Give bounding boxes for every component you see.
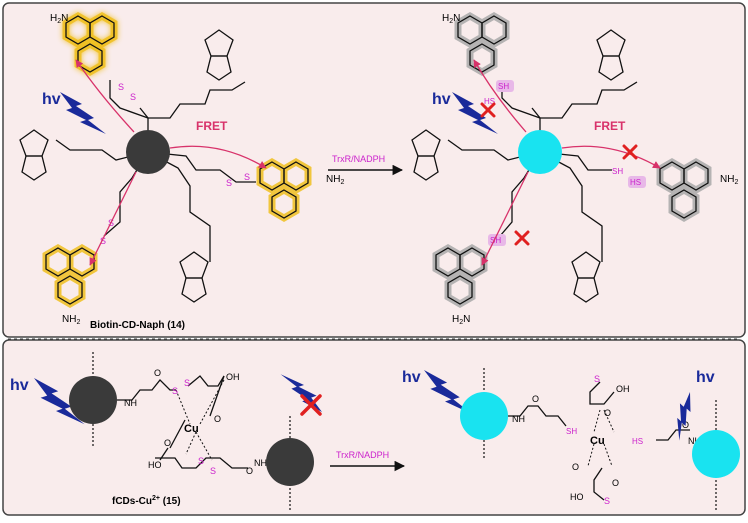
s-label: S	[100, 236, 106, 246]
s-label: S	[594, 374, 600, 384]
bottom-panel	[2, 339, 746, 516]
s-label: S	[198, 456, 204, 466]
nh-label: NH	[124, 398, 137, 408]
o-label: O	[214, 414, 221, 424]
s-label: S	[118, 82, 124, 92]
hs-label: HS	[630, 178, 641, 187]
blocked-cross	[622, 144, 638, 160]
cu-label: Cu	[184, 423, 199, 435]
blocked-cross	[514, 230, 530, 246]
amine-label-right: NH2	[720, 174, 738, 186]
carbon-dot	[69, 376, 117, 424]
o-label: O	[246, 466, 253, 476]
probe-intact: S S S S S S H2N NH2 NH2 hv FRET Biotin-C…	[19, 13, 344, 331]
o-label: O	[612, 478, 619, 488]
ho-label: HO	[570, 492, 584, 502]
amine-label-right: NH2	[326, 174, 344, 186]
hs-label: HS	[484, 97, 495, 106]
carbon-dot	[126, 130, 170, 174]
trxr-label-top: TrxR/NADPH	[332, 154, 385, 164]
o-label: O	[164, 438, 171, 448]
thiol-highlight	[496, 80, 514, 92]
o-label: O	[154, 368, 161, 378]
s-label: S	[604, 496, 610, 506]
s-label: S	[226, 178, 232, 188]
hv-label: hv	[432, 91, 451, 108]
probe-cleaved: SH HS SH HS HS SH H2N NH2 H2N hv FRET	[411, 13, 738, 326]
cleaved-carbon-dot	[518, 130, 562, 174]
cu-label: Cu	[590, 435, 605, 447]
probe-caption: Biotin-CD-Naph (14)	[90, 320, 185, 331]
sh-label: SH	[566, 427, 577, 436]
carbon-dot	[266, 438, 314, 486]
trxr-label-bottom: TrxR/NADPH	[336, 450, 389, 460]
o-label: O	[572, 462, 579, 472]
cleaved-carbon-dot	[460, 392, 508, 440]
blocked-cross	[480, 102, 496, 118]
amine-label-bottom: H2N	[452, 314, 470, 326]
amine-label-top: H2N	[50, 13, 68, 25]
blocked-cross	[300, 394, 322, 416]
cu-complex: hv NH O S S OH O Cu HO O S S O NH	[10, 352, 322, 510]
released-products: hv NH O SH S OH O Cu O HO S O HS O NH hv	[402, 368, 740, 510]
oh-label: OH	[226, 372, 240, 382]
hv-label: hv	[42, 91, 61, 108]
o-label: O	[532, 394, 539, 404]
nh-label: NH	[512, 414, 525, 424]
hv-label: hv	[402, 369, 421, 386]
hv-label: hv	[10, 377, 29, 394]
fret-label: FRET	[594, 119, 626, 133]
nh-label: NH	[254, 458, 267, 468]
cleaved-carbon-dot	[692, 430, 740, 478]
sh-label: SH	[498, 82, 509, 91]
sh-label: SH	[612, 167, 623, 176]
ho-label: HO	[148, 460, 162, 470]
s-label: S	[172, 386, 178, 396]
hs-label: HS	[632, 437, 643, 446]
s-label: S	[184, 378, 190, 388]
hv-label: hv	[696, 369, 715, 386]
sh-label: SH	[490, 236, 501, 245]
s-label: S	[130, 92, 136, 102]
fret-label: FRET	[196, 119, 228, 133]
o-label: O	[604, 408, 611, 418]
amine-label-top: H2N	[442, 13, 460, 25]
s-label: S	[244, 172, 250, 182]
thiol-highlight	[628, 176, 646, 188]
oh-label: OH	[616, 384, 630, 394]
s-label: S	[210, 466, 216, 476]
complex-caption: fCDs-Cu2+ (15)	[112, 495, 181, 507]
amine-label-bottom: NH2	[62, 314, 80, 326]
